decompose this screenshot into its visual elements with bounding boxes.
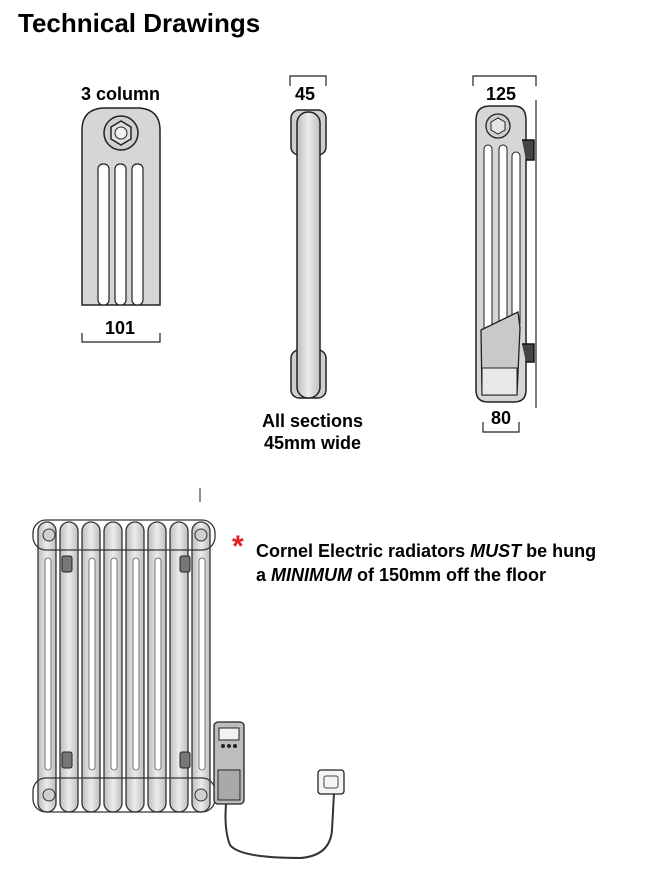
warning-emphasis: MUST [470, 541, 522, 561]
front-view-label: 3 column [81, 84, 161, 104]
depth-top-label: 125 [486, 84, 517, 104]
side-width-label: 45 [295, 84, 316, 104]
side-view-radiator [290, 109, 327, 399]
front-view-radiator [81, 107, 161, 306]
depth-bottom-dimension-bracket [482, 422, 520, 433]
warning-text: be hung [521, 541, 597, 561]
electric-radiator-illustration [32, 519, 216, 813]
warning-text: Cornel Electric radiators [256, 541, 471, 561]
warning-line2: a MINIMUM of 150mm off the floor [256, 563, 596, 587]
power-cable [224, 792, 335, 860]
sections-note: All sections 45mm wide [262, 410, 363, 454]
front-width-label: 101 [105, 318, 136, 338]
warning-text: of 150mm off the floor [352, 565, 547, 585]
sections-note-line2: 45mm wide [263, 433, 362, 453]
front-width-dimension-bracket [81, 333, 161, 343]
warning-asterisk: * [232, 530, 244, 563]
page-title: Technical Drawings [18, 8, 261, 38]
wall-socket [317, 769, 345, 795]
warning-text: a [256, 565, 272, 585]
depth-top-dimension-bracket [472, 75, 537, 86]
depth-view-radiator [475, 105, 535, 403]
warning-emphasis: MINIMUM [271, 565, 352, 585]
installation-warning: Cornel Electric radiators MUST be hung a… [256, 539, 596, 587]
depth-bottom-label: 80 [491, 408, 512, 428]
side-width-dimension-bracket [289, 75, 327, 86]
warning-line1: Cornel Electric radiators MUST be hung [256, 539, 596, 563]
sections-note-line1: All sections [262, 411, 364, 431]
thermostat-control-unit [213, 721, 245, 805]
